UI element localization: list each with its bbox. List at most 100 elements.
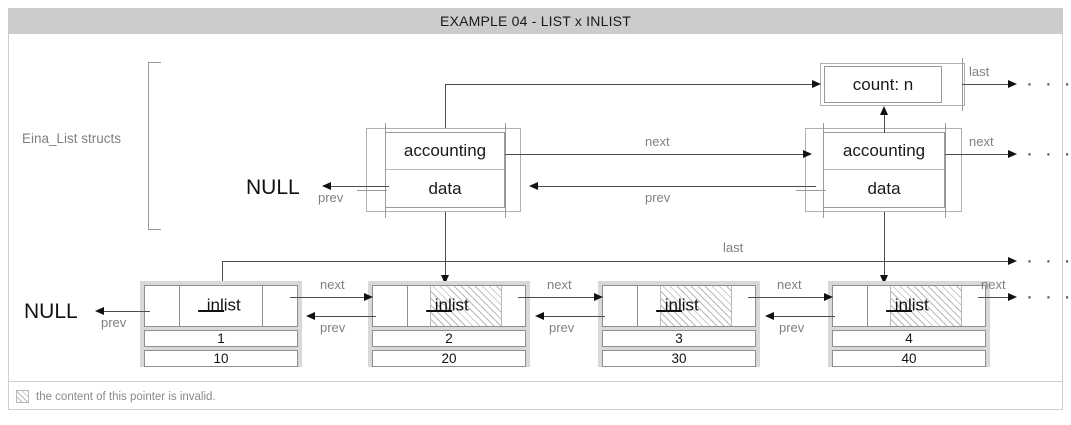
- list-node-1-left-guide: [385, 123, 386, 218]
- edge-label-prev-mid: prev: [645, 190, 671, 205]
- inlist-node-1-value2: 10: [144, 350, 298, 367]
- bracket-vertical: [148, 62, 149, 229]
- inlist-node-1: inlist 1 10: [140, 281, 302, 367]
- next3-line: [748, 297, 826, 298]
- data2-to-inlist4-arrowhead: [879, 275, 888, 284]
- list-node-2-left-stub: [796, 190, 826, 191]
- next-right-line: [945, 154, 1010, 155]
- next4-ellipsis: · · ·: [1026, 285, 1071, 308]
- null-label-top: NULL: [246, 176, 300, 199]
- prev-left-arrowhead: [322, 181, 331, 190]
- next-right-arrowhead: [1008, 149, 1017, 158]
- inlist-node-3-left-seg: [603, 286, 637, 326]
- inlist-node-1-value1: 1: [144, 330, 298, 347]
- inlist-node-1-label: inlist: [206, 295, 241, 315]
- prev2-arrowhead: [535, 311, 544, 320]
- next4-line: [978, 297, 1010, 298]
- inlist-node-4-underscore: [886, 310, 913, 312]
- legend-text: the content of this pointer is invalid.: [36, 391, 216, 403]
- inlist-node-3-pointer-row: inlist: [602, 285, 756, 327]
- list-node-2-right-guide: [945, 123, 946, 218]
- accounting2-to-count-arrowhead: [879, 106, 888, 115]
- inlist-node-1-right-seg: [263, 286, 297, 326]
- prev-left-line: [331, 186, 389, 187]
- list-node-1-data: data: [428, 178, 462, 198]
- inlist-node-1-underscore: [198, 310, 225, 312]
- next3-arrowhead: [824, 292, 833, 301]
- invalid-pointer-hatch-icon: [660, 286, 732, 326]
- list-node-1-right-guide: [505, 123, 506, 218]
- inlist-node-4-value2: 40: [832, 350, 986, 367]
- bracket-bottom-tick: [148, 229, 161, 230]
- prev3-arrowhead: [765, 311, 774, 320]
- edge-label-prev2: prev: [549, 320, 575, 335]
- edge-label-prev-bottom-left: prev: [101, 315, 127, 330]
- prev-mid-arrowhead: [529, 181, 538, 190]
- inlist-node-1-mid-seg: inlist: [179, 286, 263, 326]
- last-bottom-ellipsis: · · ·: [1026, 249, 1071, 272]
- list-node-2-left-guide: [823, 123, 824, 218]
- inlist-node-4-pointer-row: inlist: [832, 285, 986, 327]
- inlist-node-2-value1: 2: [372, 330, 526, 347]
- inlist-node-2-underscore: [426, 310, 453, 312]
- edge-label-prev-left: prev: [318, 190, 344, 205]
- list-node-2: accounting data: [823, 132, 945, 208]
- inlist-node-3-label: inlist: [664, 295, 699, 315]
- last-top-line: [962, 84, 1010, 85]
- edge-label-next3: next: [777, 277, 802, 292]
- inlist-node-2-value2: 20: [372, 350, 526, 367]
- inlist-node-3-underscore: [656, 310, 683, 312]
- edge-label-next1: next: [320, 277, 345, 292]
- next-mid-arrowhead: [803, 149, 812, 158]
- inlist-node-2-pointer-row: inlist: [372, 285, 526, 327]
- inlist-node-2-mid-seg: inlist: [407, 286, 502, 326]
- last-bottom-riser: [222, 261, 223, 293]
- edge-label-next4: next: [981, 277, 1006, 292]
- null-label-bottom: NULL: [24, 300, 78, 323]
- invalid-pointer-hatch-icon: [890, 286, 962, 326]
- inlist-node-4: inlist 4 40: [828, 281, 990, 367]
- inlist-node-3-value1: 3: [602, 330, 756, 347]
- prev-bottom-left-arrowhead: [95, 306, 104, 315]
- last-top-arrowhead: [1008, 79, 1017, 88]
- list-node-1-accounting: accounting: [386, 133, 504, 170]
- edge-label-next-right: next: [969, 134, 994, 149]
- inlist-node-2-label: inlist: [434, 295, 469, 315]
- group-label: Eina_List structs: [22, 131, 122, 146]
- inlist-node-3: inlist 3 30: [598, 281, 760, 367]
- accounting1-to-count-arrowhead: [812, 79, 821, 88]
- edge-label-last-bottom: last: [723, 240, 744, 255]
- page-title: EXAMPLE 04 - LIST x INLIST: [440, 13, 631, 29]
- inlist-node-3-mid-seg: inlist: [637, 286, 732, 326]
- edge-label-prev3: prev: [779, 320, 805, 335]
- data2-to-inlist4-line: [884, 212, 885, 277]
- prev-bottom-left-line: [104, 311, 150, 312]
- inlist-node-1-left-seg: [145, 286, 179, 326]
- inlist-node-4-value1: 4: [832, 330, 986, 347]
- edge-label-last-top: last: [969, 64, 990, 79]
- inlist-node-2: inlist 2 20: [368, 281, 530, 367]
- next1-line: [290, 297, 366, 298]
- edge-label-next2: next: [547, 277, 572, 292]
- list-node-1-left-stub: [357, 190, 387, 191]
- prev1-arrowhead: [306, 311, 315, 320]
- inlist-node-4-left-seg: [833, 286, 867, 326]
- last-top-ellipsis: · · ·: [1026, 72, 1071, 95]
- accounting1-to-count-line: [445, 84, 815, 85]
- next-mid-line: [505, 154, 805, 155]
- count-box: count: n: [824, 66, 942, 103]
- inlist-node-3-value2: 30: [602, 350, 756, 367]
- prev2-line: [543, 316, 605, 317]
- prev3-line: [773, 316, 835, 317]
- bracket-top-tick: [148, 62, 161, 63]
- last-bottom-line: [222, 261, 1010, 262]
- inlist-node-4-label: inlist: [894, 295, 929, 315]
- invalid-pointer-legend-swatch-icon: [16, 390, 29, 403]
- last-bottom-arrowhead: [1008, 256, 1017, 265]
- accounting2-to-count-line: [884, 113, 885, 133]
- next4-arrowhead: [1008, 292, 1017, 301]
- inlist-node-2-left-seg: [373, 286, 407, 326]
- list-node-2-accounting: accounting: [824, 133, 944, 170]
- data1-to-inlist2-arrowhead: [440, 275, 449, 284]
